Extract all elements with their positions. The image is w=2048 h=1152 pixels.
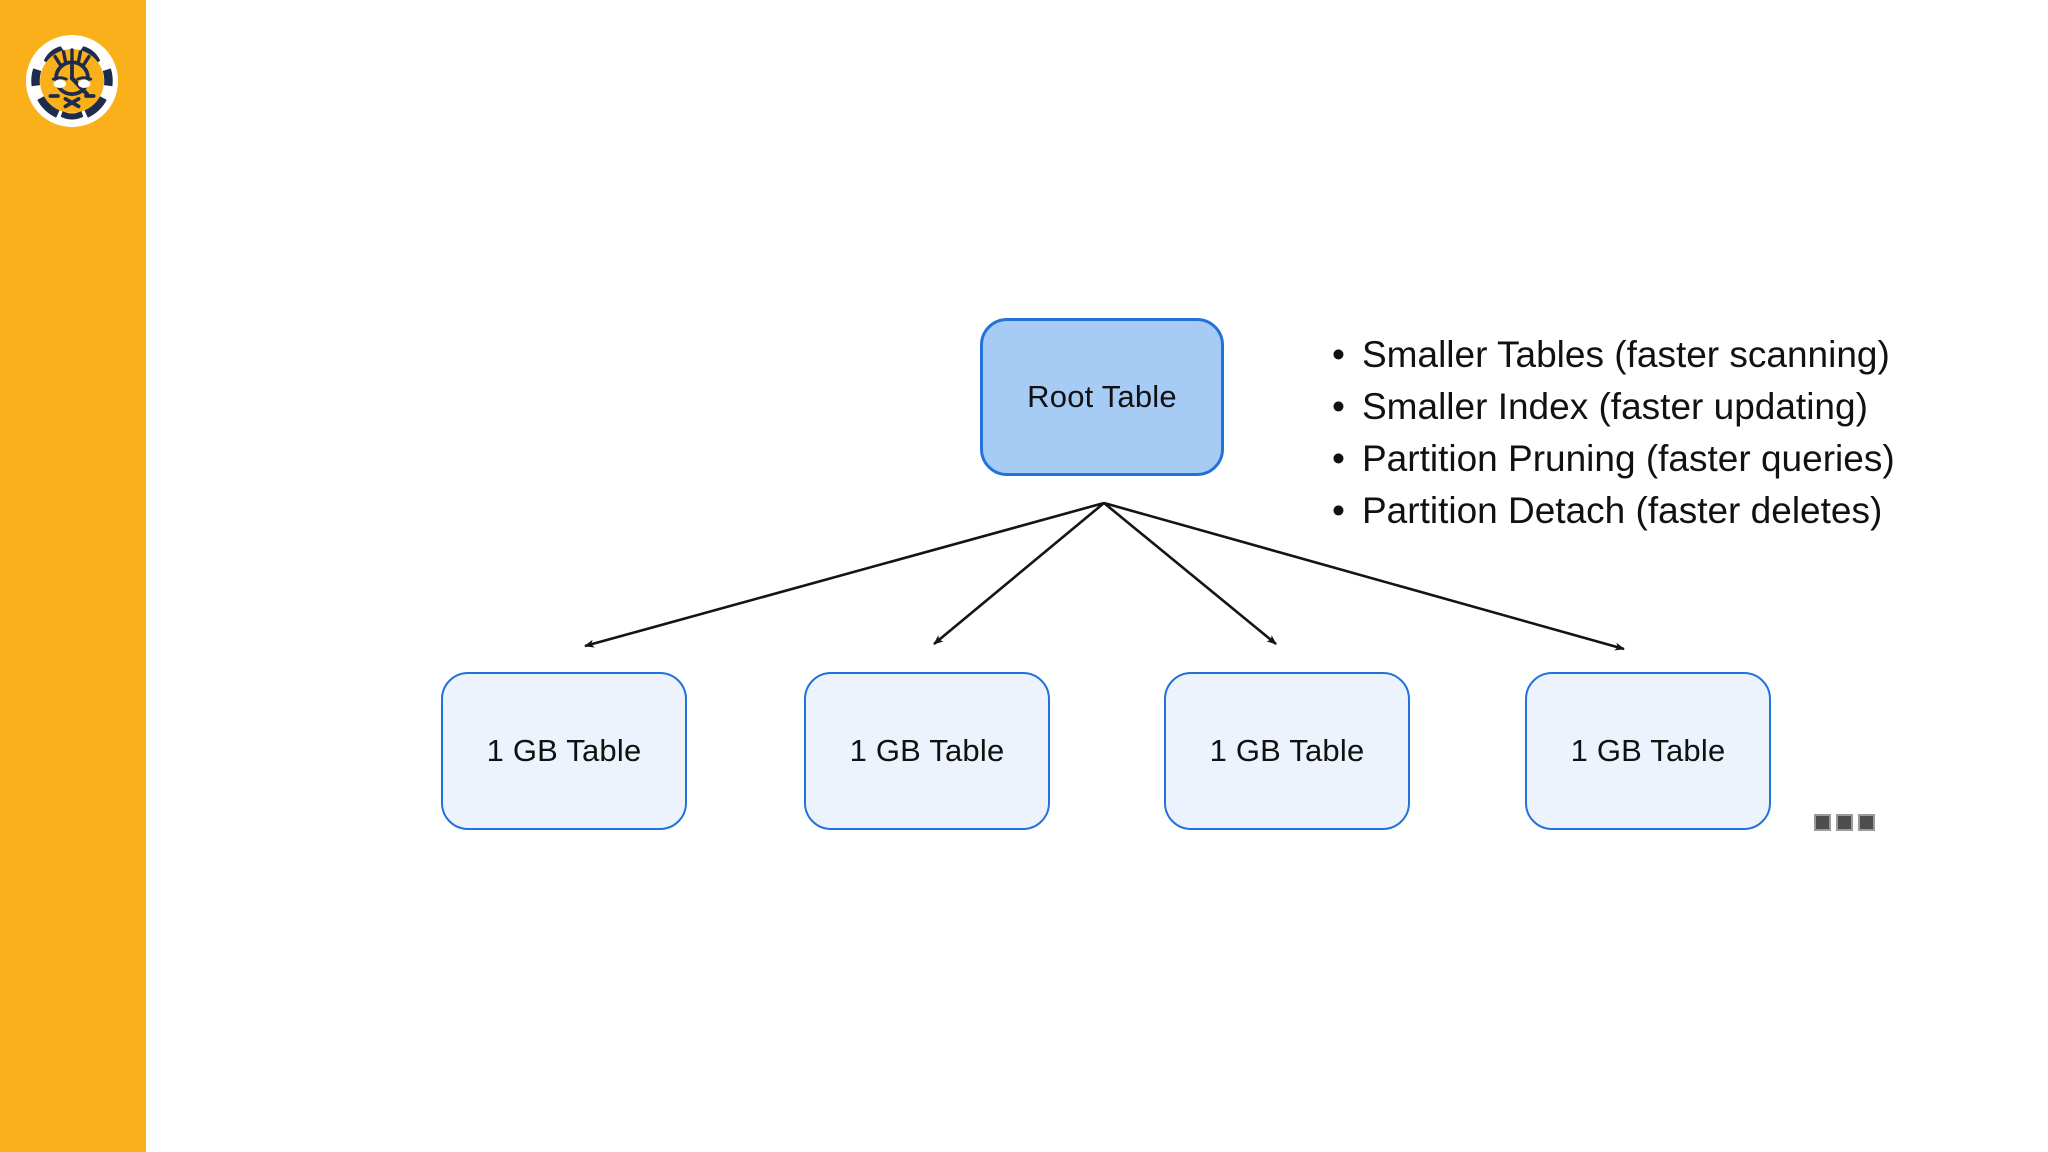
tiger-logo-icon xyxy=(25,34,119,128)
root-table-label: Root Table xyxy=(1027,379,1177,414)
partition-table-label: 1 GB Table xyxy=(486,733,642,768)
partition-table-node: 1 GB Table xyxy=(1525,672,1771,830)
partition-table-label: 1 GB Table xyxy=(1570,733,1726,768)
partition-table-label: 1 GB Table xyxy=(849,733,1005,768)
benefit-text: Partition Detach (faster deletes) xyxy=(1362,490,1883,531)
arrow-root-to-child-1 xyxy=(584,501,1105,648)
benefit-text: Smaller Tables (faster scanning) xyxy=(1362,334,1890,375)
partition-table-node: 1 GB Table xyxy=(804,672,1050,830)
brand-sidebar xyxy=(0,0,146,1152)
benefits-list: • Smaller Tables (faster scanning) • Sma… xyxy=(1332,329,2022,537)
benefit-text: Smaller Index (faster updating) xyxy=(1362,386,1868,427)
benefit-item: • Smaller Index (faster updating) xyxy=(1332,381,2022,433)
bullet-glyph: • xyxy=(1332,386,1345,427)
benefit-text: Partition Pruning (faster queries) xyxy=(1362,438,1895,479)
benefit-item: • Partition Detach (faster deletes) xyxy=(1332,485,2022,537)
arrow-root-to-child-3 xyxy=(1103,501,1277,646)
benefit-item: • Partition Pruning (faster queries) xyxy=(1332,433,2022,485)
arrow-root-to-child-2 xyxy=(933,501,1105,646)
bullet-glyph: • xyxy=(1332,490,1345,531)
partition-table-node: 1 GB Table xyxy=(1164,672,1410,830)
ellipsis-dot xyxy=(1816,816,1829,829)
bullet-glyph: • xyxy=(1332,438,1345,479)
more-tables-ellipsis-icon xyxy=(1816,816,1873,829)
ellipsis-dot xyxy=(1838,816,1851,829)
root-table-node: Root Table xyxy=(980,318,1224,476)
bullet-glyph: • xyxy=(1332,334,1345,375)
benefit-item: • Smaller Tables (faster scanning) xyxy=(1332,329,2022,381)
ellipsis-dot xyxy=(1860,816,1873,829)
partition-table-label: 1 GB Table xyxy=(1209,733,1365,768)
partition-table-node: 1 GB Table xyxy=(441,672,687,830)
